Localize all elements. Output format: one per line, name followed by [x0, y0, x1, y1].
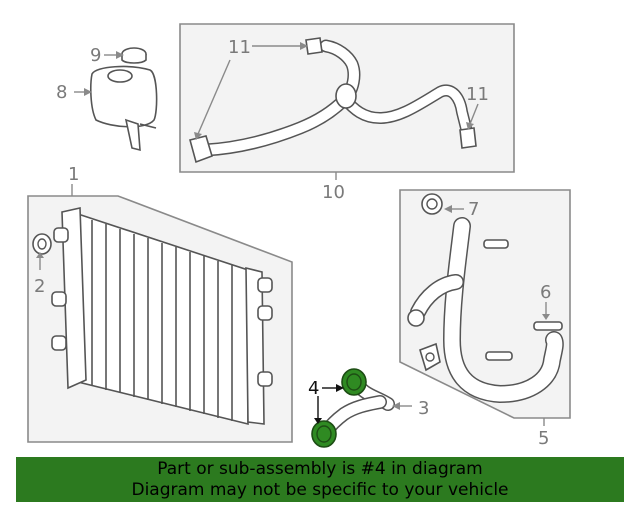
callout-8: 8 [56, 82, 67, 103]
upper-hose-panel [179, 23, 515, 180]
highlight-clamp [311, 420, 337, 448]
callout-5: 5 [538, 428, 549, 449]
callout-10: 10 [322, 182, 345, 203]
sensor-part-6 [533, 321, 563, 331]
clamp-part-4-lower [311, 420, 337, 448]
clamp-part-4-upper [341, 368, 367, 396]
callout-11-right: 11 [466, 84, 489, 105]
callout-6: 6 [540, 282, 551, 303]
callout-7: 7 [468, 199, 479, 220]
banner-line-2: Diagram may not be specific to your vehi… [131, 479, 509, 500]
grommet-part-2 [32, 233, 52, 255]
callout-4: 4 [308, 378, 319, 399]
clamp-part-7 [421, 193, 443, 215]
callout-2: 2 [34, 276, 45, 297]
callout-11-left: 11 [228, 37, 251, 58]
highlight-clamp [341, 368, 367, 396]
callout-3: 3 [418, 398, 429, 419]
radiator-panel [27, 195, 293, 443]
callout-9: 9 [90, 45, 101, 66]
lower-hose-panel [399, 189, 571, 426]
callout-1: 1 [68, 164, 79, 185]
fitment-banner: Part or sub-assembly is #4 in diagram Di… [16, 457, 624, 502]
cap-part-9 [121, 47, 147, 64]
coolant-reservoir [74, 47, 158, 152]
banner-line-1: Part or sub-assembly is #4 in diagram [157, 458, 483, 479]
